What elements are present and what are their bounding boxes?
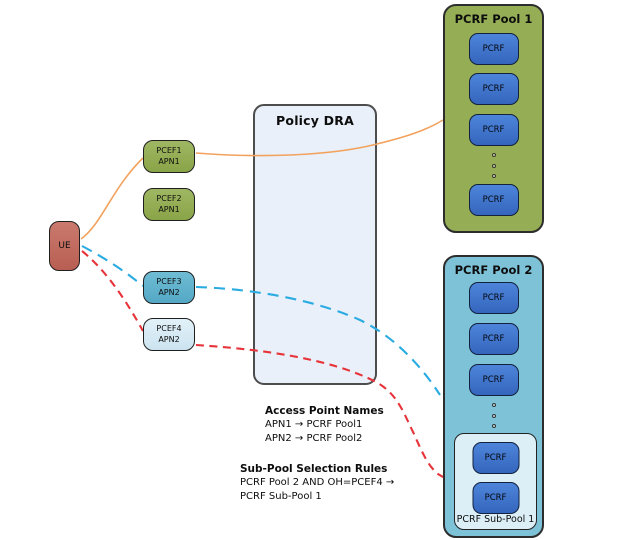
wire-pcef3-to-pool2	[195, 285, 441, 396]
pcef2-name: PCEF2	[156, 194, 182, 203]
subpool-selection-rules-note: Sub-Pool Selection Rules PCRF Pool 2 AND…	[240, 462, 394, 503]
subpool-rule-line-2: PCRF Sub-Pool 1	[240, 490, 322, 502]
pcrf-pool1-title: PCRF Pool 1	[454, 12, 533, 26]
access-point-names-note: Access Point Names APN1 → PCRF Pool1 APN…	[265, 404, 384, 445]
apn-rule-2: APN2 → PCRF Pool2	[265, 432, 363, 444]
pcef1-apn: APN1	[158, 156, 180, 166]
pcrf-subpool1: PCRF PCRF PCRF Sub-Pool 1	[454, 433, 537, 530]
pcef3-name: PCEF3	[156, 277, 182, 286]
pcef4-apn: APN2	[158, 334, 180, 344]
pcrf-label: PCRF	[482, 375, 505, 385]
ue-node: UE	[49, 221, 80, 271]
ellipsis-dot	[491, 414, 496, 418]
pool2-pcrf-node: PCRF	[468, 364, 519, 396]
pcrf-label: PCRF	[482, 125, 505, 135]
apn-note-header: Access Point Names	[265, 405, 384, 417]
pcef4-node: PCEF4 APN2	[143, 318, 195, 351]
ue-label: UE	[58, 241, 71, 251]
pool1-pcrf-node: PCRF	[468, 73, 519, 105]
pcrf-pool2: PCRF Pool 2 PCRF PCRF PCRF PCRF PCRF PCR…	[443, 255, 544, 538]
policy-dra-box: Policy DRA	[253, 104, 377, 385]
pool2-pcrf-node: PCRF	[468, 282, 519, 314]
policy-dra-title: Policy DRA	[276, 113, 354, 128]
wire-pcef1-to-pool1	[195, 119, 444, 157]
subpool-note-header: Sub-Pool Selection Rules	[240, 463, 388, 475]
ellipsis-dot	[491, 153, 496, 157]
ellipsis-dot	[491, 403, 496, 407]
pcrf-label: PCRF	[482, 293, 505, 303]
wire-ue-to-pcef1	[80, 157, 144, 240]
pool1-pcrf-node: PCRF	[468, 33, 519, 65]
pcrf-label: PCRF	[484, 453, 507, 463]
pcrf-subpool1-label: PCRF Sub-Pool 1	[456, 514, 535, 525]
subpool1-pcrf-node: PCRF	[472, 442, 519, 474]
pcef4-name: PCEF4	[156, 324, 182, 333]
ellipsis-dot	[491, 174, 496, 178]
pcrf-pool1: PCRF Pool 1 PCRF PCRF PCRF PCRF	[443, 4, 544, 233]
wire-ue-to-pcef4	[81, 250, 144, 332]
wire-ue-to-pcef3	[81, 245, 144, 287]
ellipsis-dot	[491, 164, 496, 168]
subpool-rule-line-1: PCRF Pool 2 AND OH=PCEF4 →	[240, 477, 395, 488]
pcrf-pool2-title: PCRF Pool 2	[454, 263, 533, 277]
pcef2-node: PCEF2 APN1	[143, 188, 195, 221]
pcef1-name: PCEF1	[156, 146, 182, 155]
pcef3-apn: APN2	[158, 287, 180, 297]
pcef1-node: PCEF1 APN1	[143, 140, 195, 173]
pcrf-label: PCRF	[482, 44, 505, 54]
pcrf-label: PCRF	[482, 84, 505, 94]
wire-pcef4-to-subpool1	[195, 343, 453, 482]
pool1-pcrf-node: PCRF	[468, 184, 519, 216]
pcef3-node: PCEF3 APN2	[143, 271, 195, 304]
subpool1-pcrf-node: PCRF	[472, 482, 519, 514]
pcrf-label: PCRF	[482, 195, 505, 205]
pcrf-label: PCRF	[482, 334, 505, 344]
pcrf-label: PCRF	[484, 493, 507, 503]
apn-rule-1: APN1 → PCRF Pool1	[265, 419, 363, 430]
pool2-pcrf-node: PCRF	[468, 323, 519, 355]
pool1-pcrf-node: PCRF	[468, 114, 519, 146]
ellipsis-dot	[491, 424, 496, 428]
pcef2-apn: APN1	[158, 204, 180, 214]
